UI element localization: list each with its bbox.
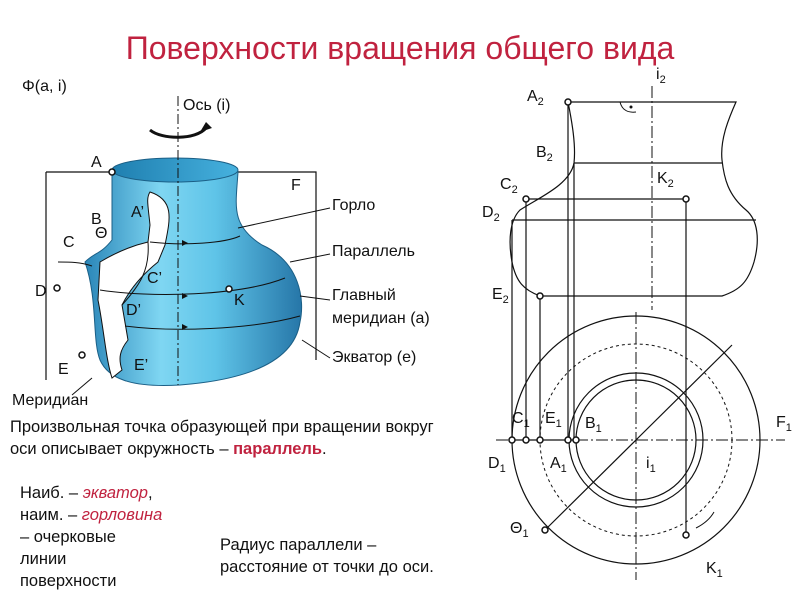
point-theta: Θ	[95, 225, 108, 242]
point-d-prime: D’	[126, 302, 142, 319]
label-d1: D1	[488, 455, 506, 476]
callout-main-meridian-1: Главный	[332, 287, 396, 304]
point-f: F	[291, 177, 301, 194]
label-c2: C2	[500, 176, 518, 197]
point-e-prime: E’	[134, 357, 149, 374]
label-a2: A2	[527, 88, 544, 109]
point-d: D	[35, 283, 47, 300]
label-e2: E2	[492, 286, 509, 307]
point-c: C	[63, 234, 75, 251]
callout-meridian: Меридиан	[12, 392, 89, 409]
point-k: K	[234, 292, 245, 309]
throat-parallel	[149, 235, 241, 245]
callout-parallel: Параллель	[332, 243, 415, 260]
callout-main-meridian-2: меридиан (a)	[332, 310, 430, 327]
point-b: B	[91, 211, 102, 228]
axis-label: Ось (i)	[183, 97, 231, 114]
parallel-highlight: параллель	[233, 440, 323, 458]
vase-surface	[84, 163, 303, 387]
surface-label: Φ(a, i)	[22, 78, 67, 95]
point-c-prime: C’	[147, 270, 163, 287]
radius-definition: Радиус параллели – расстояние от точки д…	[220, 536, 434, 576]
parallel-line	[99, 277, 286, 295]
label-f1: F1	[776, 414, 792, 435]
callout-throat: Горло	[332, 197, 376, 214]
page-title: Поверхности вращения общего вида	[125, 30, 675, 66]
label-k2: K2	[657, 170, 674, 191]
label-e1: E1	[545, 410, 562, 431]
point-a-prime: A’	[131, 204, 145, 221]
label-a1: A1	[550, 455, 567, 476]
label-theta1: Θ1	[510, 520, 529, 541]
point-a: A	[91, 154, 102, 171]
callout-equator: Экватор (e)	[332, 349, 417, 366]
label-b1: B1	[585, 415, 602, 436]
label-k1: K1	[706, 560, 723, 581]
label-i2: i2	[656, 66, 666, 87]
point-e: E	[58, 361, 69, 378]
parallel-statement: Произвольная точка образующей при вращен…	[10, 418, 434, 458]
label-c1: C1	[512, 410, 530, 431]
front-view-outline	[509, 101, 758, 297]
outline-notes: Наиб. – экватор, наим. – горловина – оче…	[20, 484, 163, 590]
label-i1: i1	[646, 455, 656, 476]
meridian-cutout	[97, 191, 170, 379]
label-b2: B2	[536, 144, 553, 165]
label-d2: D2	[482, 204, 500, 225]
equator-line	[124, 315, 301, 330]
